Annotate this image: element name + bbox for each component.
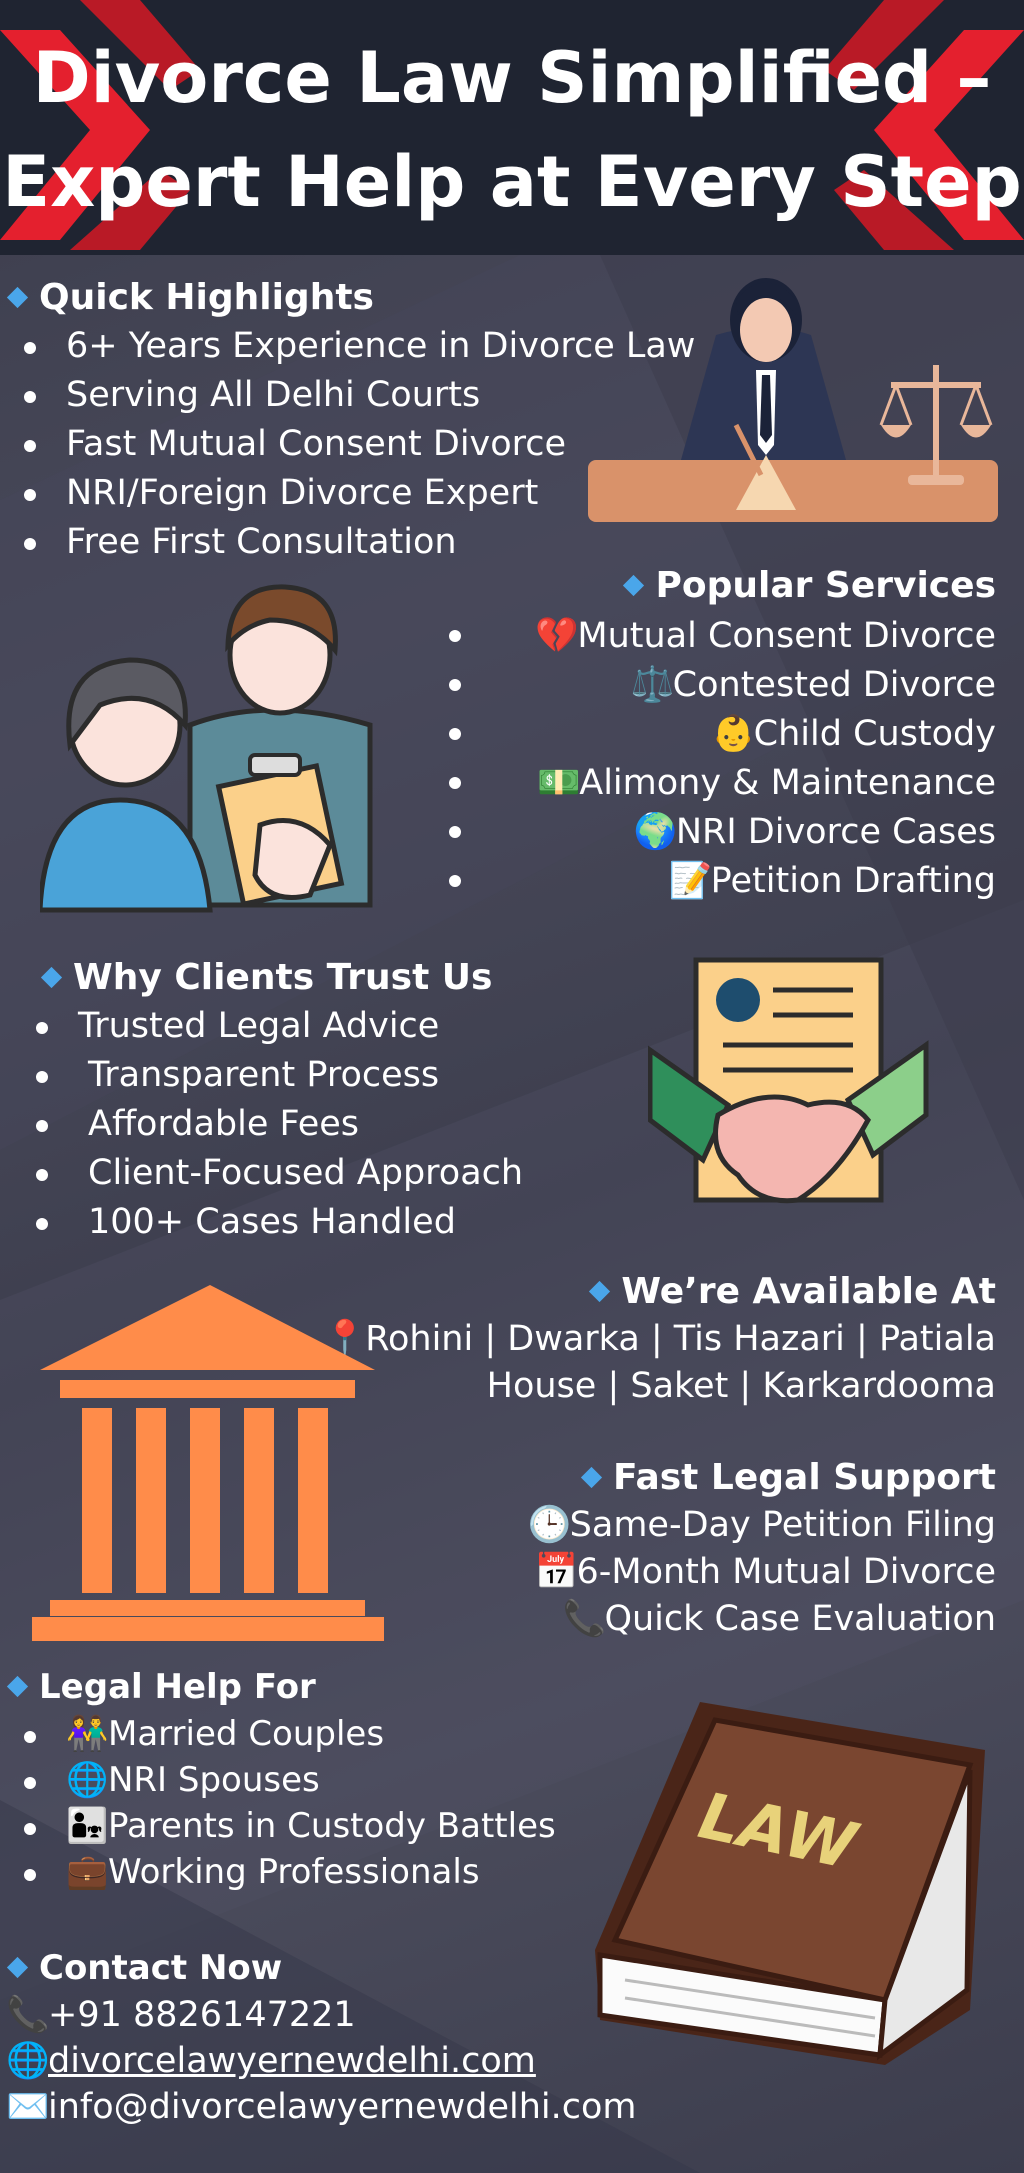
bullet-dot	[449, 630, 461, 642]
scales-icon: ⚖️	[630, 665, 675, 705]
diamond-bullet-icon	[623, 574, 645, 596]
family-icon: 👨‍👧	[66, 1806, 109, 1846]
list-item: Affordable Fees	[18, 1100, 523, 1149]
bullet-dot	[449, 826, 461, 838]
diamond-bullet-icon	[6, 1956, 29, 1979]
red-chevron-right-decoration	[824, 0, 1024, 250]
page-title-line-2: Expert Help at Every Step	[2, 141, 1022, 223]
list-item: 🕒Same-Day Petition Filing	[528, 1502, 996, 1549]
briefcase-icon: 💼	[66, 1852, 109, 1892]
quick-highlights-title: Quick Highlights	[6, 274, 695, 322]
clock-icon: 🕒	[527, 1505, 572, 1545]
money-icon: 💵	[537, 763, 581, 803]
legal-help-title: Legal Help For	[6, 1663, 556, 1711]
fast-support-title: Fast Legal Support	[528, 1454, 996, 1502]
list-item: 🌍NRI Divorce Cases	[535, 808, 996, 857]
lawyer-at-desk-illustration	[588, 278, 998, 522]
popular-services-section: Popular Services	[622, 562, 996, 610]
couple-icon: 👫	[66, 1714, 109, 1754]
legal-help-section: Legal Help For 👫Married Couples 🌐NRI Spo…	[6, 1663, 556, 1895]
list-item: Transparent Process	[18, 1051, 523, 1100]
phone-icon: 📞	[6, 1995, 50, 2035]
bullet-dot	[449, 875, 461, 887]
law-book-illustration: LAW	[595, 1702, 985, 2065]
bullet-dot	[449, 777, 461, 789]
baby-icon: 👶	[711, 714, 756, 754]
red-chevron-left-decoration	[0, 0, 200, 250]
list-item: ⚖️Contested Divorce	[535, 661, 996, 710]
why-trust-section: Why Clients Trust Us Trusted Legal Advic…	[36, 954, 523, 1247]
memo-icon: 📝	[668, 861, 713, 901]
list-item: 📅6-Month Mutual Divorce	[528, 1549, 996, 1596]
locations-line-1: 📍Rohini | Dwarka | Tis Hazari | Patiala	[323, 1316, 996, 1363]
list-item: 👫Married Couples	[6, 1711, 556, 1757]
handshake-agreement-illustration	[648, 957, 929, 1204]
list-item: 📞Quick Case Evaluation	[528, 1596, 996, 1643]
contact-phone[interactable]: 📞+91 8826147221	[6, 1992, 637, 2038]
globe-icon: 🌍	[633, 812, 678, 852]
bullet-dot	[449, 679, 461, 691]
list-item: 🌐NRI Spouses	[6, 1757, 556, 1803]
quick-highlights-section: Quick Highlights 6+ Years Experience in …	[6, 274, 695, 567]
globe-icon: 🌐	[66, 1760, 109, 1800]
list-item: 100+ Cases Handled	[18, 1198, 523, 1247]
list-item: 6+ Years Experience in Divorce Law	[6, 322, 695, 371]
contact-section: Contact Now 📞+91 8826147221 🌐divorcelawy…	[6, 1944, 637, 2130]
diamond-bullet-icon	[6, 1675, 29, 1698]
list-item: NRI/Foreign Divorce Expert	[6, 469, 695, 518]
popular-services-list: 💔Mutual Consent Divorce ⚖️Contested Divo…	[535, 612, 996, 906]
list-item: 👶Child Custody	[535, 710, 996, 759]
globe-icon: 🌐	[6, 2041, 50, 2081]
contact-title: Contact Now	[6, 1944, 637, 1992]
list-item: Fast Mutual Consent Divorce	[6, 420, 695, 469]
phone-icon: 📞	[562, 1599, 607, 1639]
page-title-line-1: Divorce Law Simplified –	[32, 37, 992, 119]
list-item: 💔Mutual Consent Divorce	[535, 612, 996, 661]
list-item: 💼Working Professionals	[6, 1849, 556, 1895]
broken-heart-icon: 💔	[535, 616, 579, 656]
why-trust-title: Why Clients Trust Us	[40, 954, 523, 1002]
list-item: Client-Focused Approach	[18, 1149, 523, 1198]
list-item: Trusted Legal Advice	[18, 1002, 523, 1051]
diamond-bullet-icon	[589, 1280, 611, 1302]
available-at-title: We’re Available At	[323, 1268, 996, 1316]
popular-services-title: Popular Services	[622, 562, 996, 610]
courthouse-icon	[32, 1285, 384, 1641]
list-item: Serving All Delhi Courts	[6, 371, 695, 420]
envelope-icon: ✉️	[6, 2087, 50, 2127]
available-at-section: We’re Available At 📍Rohini | Dwarka | Ti…	[323, 1268, 996, 1410]
list-item: 📝Petition Drafting	[535, 857, 996, 906]
contact-email[interactable]: ✉️info@divorcelawyernewdelhi.com	[6, 2084, 637, 2130]
consultation-illustration	[40, 584, 373, 913]
contact-website-link[interactable]: 🌐divorcelawyernewdelhi.com	[6, 2038, 637, 2084]
list-item: 💵Alimony & Maintenance	[535, 759, 996, 808]
diamond-bullet-icon	[40, 966, 63, 988]
fast-support-section: Fast Legal Support 🕒Same-Day Petition Fi…	[528, 1454, 996, 1643]
locations-line-2: House | Saket | Karkardooma	[486, 1366, 996, 1406]
calendar-icon: 📅	[534, 1552, 579, 1592]
diamond-bullet-icon	[580, 1466, 603, 1488]
bullet-dot	[449, 728, 461, 740]
list-item: 👨‍👧Parents in Custody Battles	[6, 1803, 556, 1849]
list-item: Free First Consultation	[6, 518, 695, 567]
header-banner: Divorce Law Simplified – Expert Help at …	[0, 0, 1024, 255]
diamond-bullet-icon	[6, 286, 29, 308]
